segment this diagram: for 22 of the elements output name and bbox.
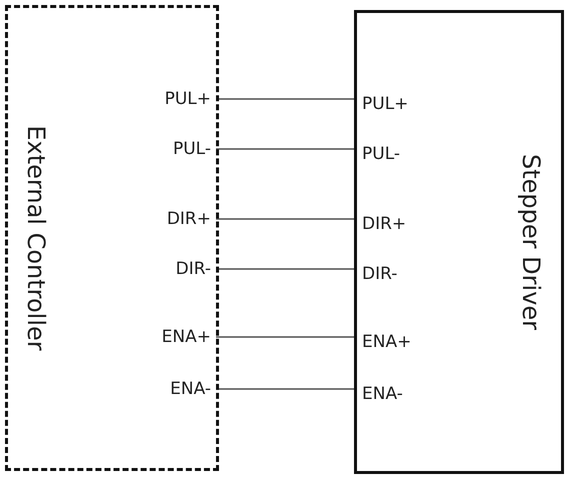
wire bbox=[216, 268, 357, 270]
pin-label: ENA+ bbox=[162, 326, 216, 348]
pin-label: PUL- bbox=[357, 143, 400, 165]
pin-label: DIR+ bbox=[166, 208, 216, 230]
pin-label: ENA- bbox=[357, 383, 403, 405]
wire bbox=[216, 388, 357, 390]
pin-label: ENA- bbox=[170, 378, 216, 400]
pin-label: DIR+ bbox=[357, 213, 406, 235]
pin-label: DIR- bbox=[357, 263, 398, 285]
wire bbox=[216, 218, 357, 220]
pin-label: PUL- bbox=[172, 138, 216, 160]
device-box bbox=[354, 10, 564, 474]
pin-label: PUL+ bbox=[357, 93, 408, 115]
pin-label: DIR- bbox=[176, 258, 216, 280]
wire bbox=[216, 148, 357, 150]
wire bbox=[216, 336, 357, 338]
pin-label: PUL+ bbox=[164, 88, 216, 110]
device-title: Stepper Driver bbox=[517, 154, 545, 330]
device-title: External Controller bbox=[22, 125, 50, 351]
pin-label: ENA+ bbox=[357, 331, 412, 353]
wire bbox=[216, 98, 357, 100]
device-box bbox=[5, 5, 219, 471]
